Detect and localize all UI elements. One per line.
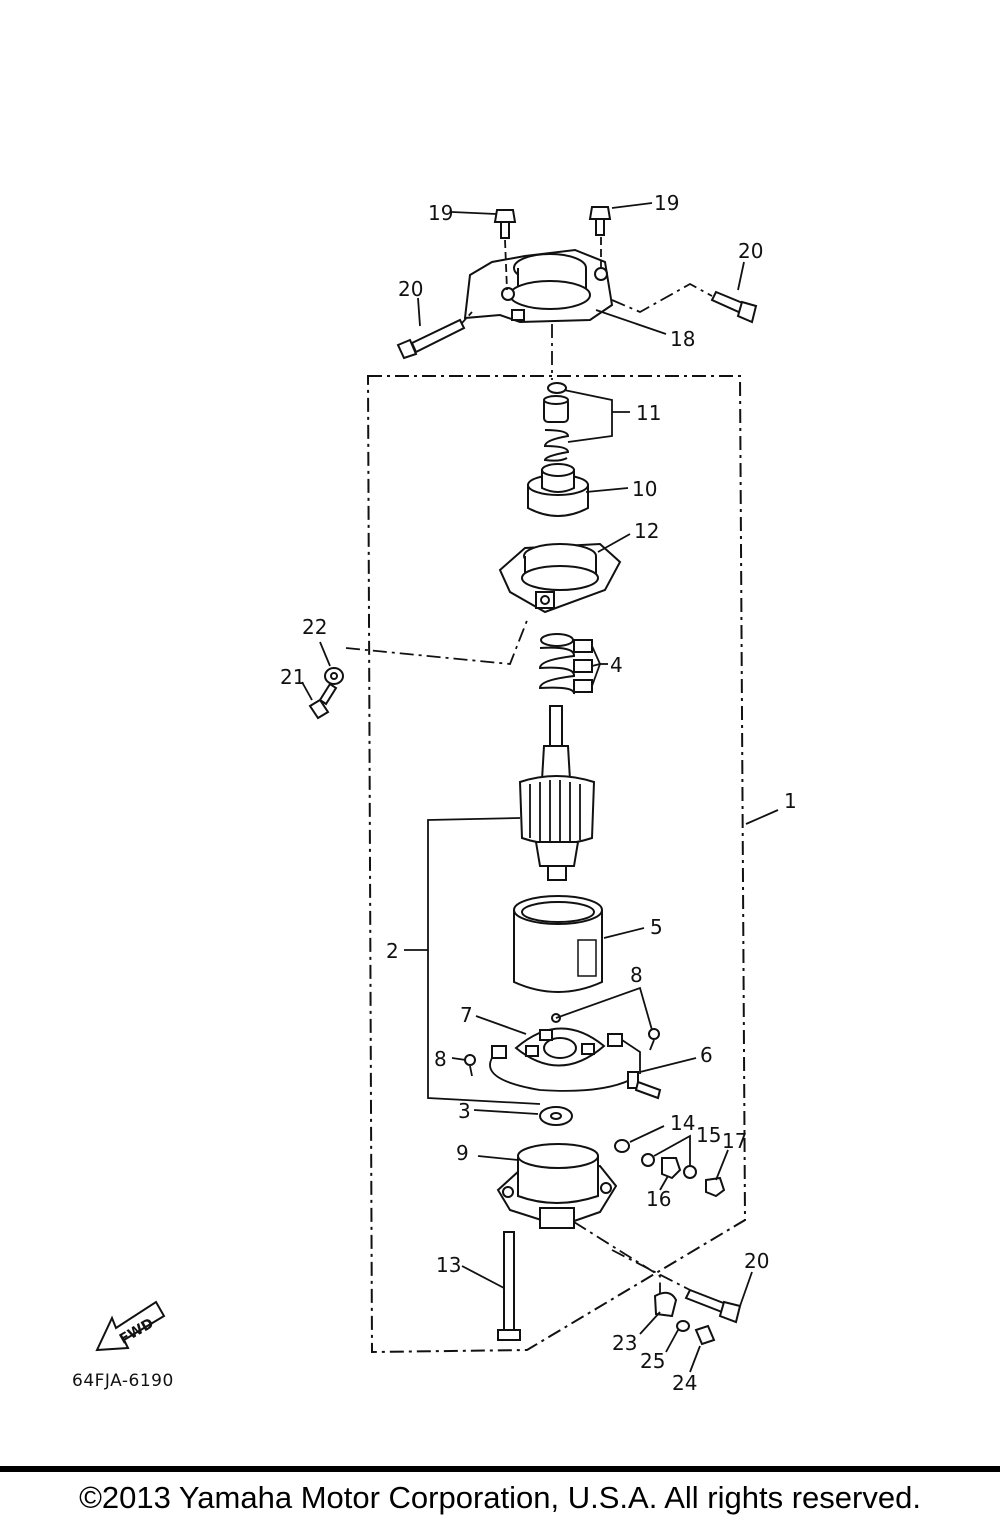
callout-7: 7	[460, 1003, 473, 1027]
callout-23: 23	[612, 1331, 637, 1355]
bolt-part-19-right[interactable]	[588, 206, 612, 236]
washer-part-22[interactable]	[324, 667, 344, 685]
callout-18: 18	[670, 327, 695, 351]
callout-14: 14	[670, 1111, 695, 1135]
callout-10: 10	[632, 477, 657, 501]
armature-group-bracket	[427, 817, 541, 1105]
screw-part-8-left[interactable]	[464, 1054, 476, 1077]
clip-spring-set-part-11[interactable]	[543, 382, 570, 462]
rear-cover-part-9[interactable]	[496, 1143, 618, 1229]
callout-4: 4	[610, 653, 623, 677]
callout-21: 21	[280, 665, 305, 689]
washer-part-3[interactable]	[539, 1106, 573, 1126]
callout-16: 16	[646, 1187, 671, 1211]
callout-9: 9	[456, 1141, 469, 1165]
armature-part-2[interactable]	[518, 705, 596, 881]
callout-17: 17	[722, 1129, 747, 1153]
brush-spring-part-4[interactable]	[538, 633, 593, 695]
callout-20-left: 20	[398, 277, 423, 301]
starter-motor-exploded-diagram: FWD 19 19 20 2	[72, 191, 797, 1395]
upper-bracket-part-18[interactable]	[463, 248, 614, 324]
brush-holder-part-7[interactable]	[489, 1027, 641, 1092]
through-bolt-part-13[interactable]	[497, 1231, 521, 1341]
callout-8-right: 8	[630, 963, 643, 987]
terminal-bolt-part-6[interactable]	[627, 1071, 662, 1100]
clamp-part-23[interactable]	[653, 1291, 678, 1318]
callout-6: 6	[700, 1043, 713, 1067]
assembly-boundary	[366, 375, 747, 1354]
callout-12: 12	[634, 519, 659, 543]
callout-24: 24	[672, 1371, 697, 1395]
fwd-arrow-icon: FWD	[95, 1300, 166, 1352]
screw-part-21[interactable]	[308, 682, 338, 720]
bolt-part-20-left[interactable]	[396, 318, 466, 360]
bolt-part-19-left[interactable]	[493, 209, 517, 239]
callout-22: 22	[302, 615, 327, 639]
callout-13: 13	[436, 1253, 461, 1277]
callout-3: 3	[458, 1099, 471, 1123]
callout-15: 15	[696, 1123, 721, 1147]
leader-lines	[301, 202, 779, 1373]
callout-2: 2	[386, 939, 399, 963]
front-cover-part-12[interactable]	[498, 542, 622, 614]
yoke-part-5[interactable]	[513, 895, 603, 993]
bolt-part-20-right[interactable]	[710, 290, 758, 324]
diagram-code: 64FJA-6190	[72, 1371, 174, 1391]
callout-25: 25	[640, 1349, 665, 1373]
callout-11: 11	[636, 401, 661, 425]
callout-1: 1	[784, 789, 797, 813]
bolt-part-20-lower[interactable]	[684, 1288, 742, 1324]
footer-bar: ©2013 Yamaha Motor Corporation, U.S.A. A…	[0, 1466, 1000, 1522]
callout-19-right: 19	[654, 191, 679, 215]
lock-washer-part-15-left[interactable]	[641, 1153, 655, 1167]
lock-washer-part-15-right[interactable]	[683, 1165, 697, 1179]
pinion-gear-part-10[interactable]	[527, 463, 589, 517]
washer-part-25[interactable]	[676, 1320, 690, 1332]
callout-5: 5	[650, 915, 663, 939]
copyright-notice: ©2013 Yamaha Motor Corporation, U.S.A. A…	[79, 1480, 921, 1515]
callout-labels: 19 19 20 20 18 11 10 12 22 4 21 1 5 2 8 …	[280, 191, 797, 1395]
screw-part-8-right[interactable]	[648, 1028, 660, 1051]
nut-part-16[interactable]	[661, 1157, 682, 1180]
nut-part-17[interactable]	[705, 1176, 726, 1198]
washer-part-14[interactable]	[614, 1139, 630, 1153]
callout-20-lower: 20	[744, 1249, 769, 1273]
callout-19-left: 19	[428, 201, 453, 225]
callout-8-left: 8	[434, 1047, 447, 1071]
bolt-part-24[interactable]	[694, 1324, 716, 1346]
callout-20-right: 20	[738, 239, 763, 263]
